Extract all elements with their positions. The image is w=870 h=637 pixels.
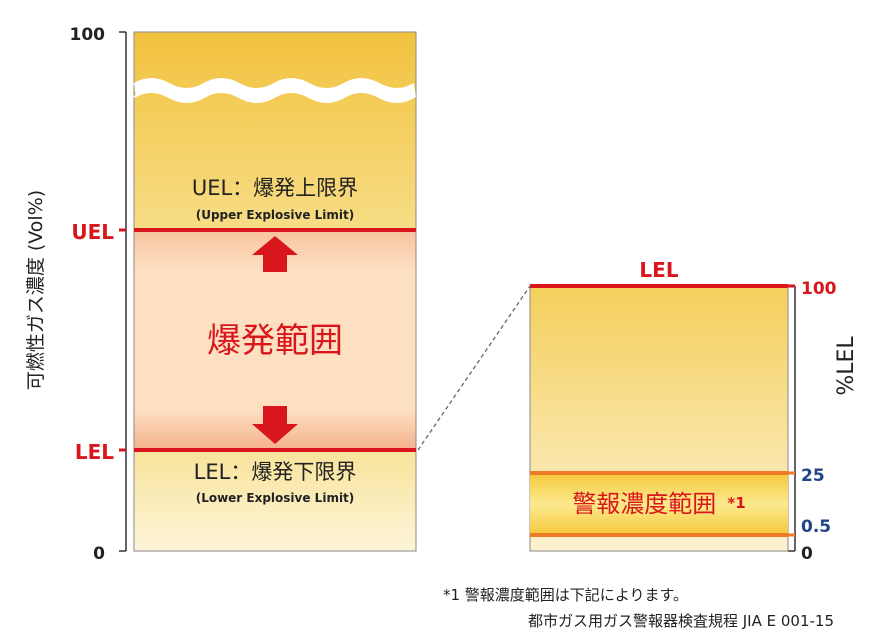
alarm-range-label: 警報濃度範囲 xyxy=(572,490,716,518)
left-tick-100-label: 100 xyxy=(70,25,106,45)
right-lel-label: LEL xyxy=(639,258,678,282)
left-column-border xyxy=(133,31,417,552)
uel-subtitle: (Upper Explosive Limit) xyxy=(196,208,355,222)
right-tick-0-label: 0 xyxy=(801,544,813,564)
left-axis-title: 可燃性ガス濃度 (Vol%) xyxy=(25,190,47,390)
lel-marker-label: LEL xyxy=(75,440,114,464)
zoom-connector-line xyxy=(417,285,531,451)
right-tick-100-label: 100 xyxy=(801,279,837,299)
right-tick-25-label: 25 xyxy=(801,466,825,486)
alarm-range-text: 警報濃度範囲 *1 xyxy=(572,490,745,518)
left-column-top-zone xyxy=(134,32,416,230)
lel-subtitle: (Lower Explosive Limit) xyxy=(196,491,355,505)
alarm-range-zone xyxy=(530,473,788,535)
alarm-note-mark: *1 xyxy=(727,494,745,512)
down-arrow-icon xyxy=(252,406,298,444)
right-tick-0-5-label: 0.5 xyxy=(801,517,831,537)
uel-title: UEL：爆発上限界 xyxy=(192,176,358,200)
explosive-range-label: 爆発範囲 xyxy=(207,321,343,361)
axis-break-wave-lower xyxy=(133,91,415,103)
left-column-low-zone xyxy=(134,450,416,551)
footnote-line-2: 都市ガス用ガス警報器検査規程 JIA E 001-15 xyxy=(528,612,834,630)
footnote-line-1: *1 警報濃度範囲は下記によります。 xyxy=(443,586,688,604)
axis-break-wave-upper xyxy=(133,78,415,90)
uel-marker-label: UEL xyxy=(71,220,114,244)
right-axis-title: %LEL xyxy=(834,336,859,396)
lel-title: LEL：爆発下限界 xyxy=(194,460,357,484)
left-tick-0-label: 0 xyxy=(93,544,105,564)
up-arrow-icon xyxy=(252,236,298,272)
